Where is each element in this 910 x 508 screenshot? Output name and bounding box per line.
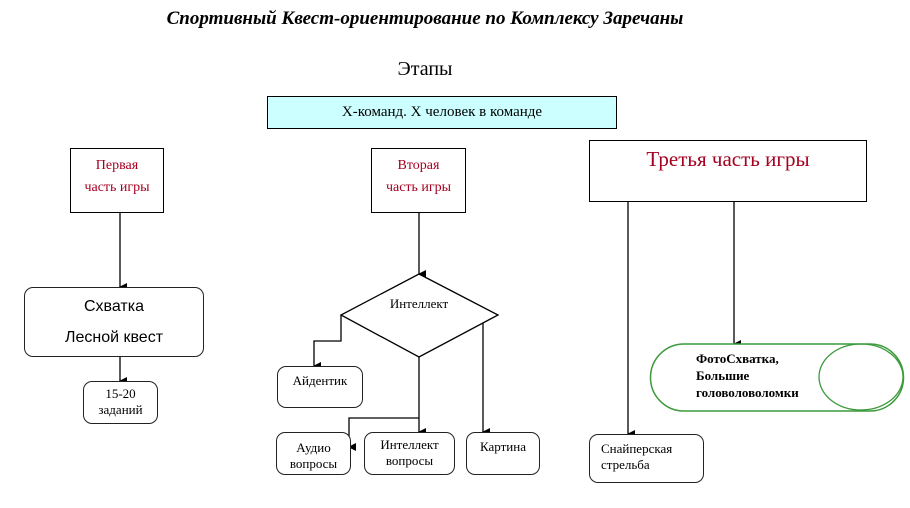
first-part-box: Первая часть игры <box>70 148 164 213</box>
tasks-count: 15-20 <box>105 386 136 401</box>
photo-line2: Большие <box>696 368 750 383</box>
picture-label: Картина <box>480 439 526 454</box>
audio-line1: Аудио <box>296 440 331 455</box>
first-part-line2: часть игры <box>84 180 150 195</box>
fight-forest-quest-box: Схватка Лесной квест <box>24 287 204 357</box>
teams-box-label: X-команд. X человек в команде <box>341 104 543 120</box>
first-part-line1: Первая <box>95 158 139 173</box>
identik-box: Айдентик <box>277 366 363 408</box>
intellect-line1: Интеллект <box>380 437 439 452</box>
tasks-label: заданий <box>98 402 143 417</box>
second-part-line2: часть игры <box>385 180 452 195</box>
photo-line3: головоловоломки <box>696 385 799 400</box>
identik-label: Айдентик <box>292 373 348 388</box>
picture-box: Картина <box>466 432 540 475</box>
intellect-questions-box: Интеллект вопросы <box>364 432 455 475</box>
forest-quest-label: Лесной квест <box>64 329 164 346</box>
photo-fight-box: ФотоСхватка, Большие головоловоломки <box>696 350 826 401</box>
stages-heading: Этапы <box>397 58 453 80</box>
fight-label: Схватка <box>84 298 144 315</box>
second-part-box: Вторая часть игры <box>371 148 466 213</box>
sniper-shooting-box: Снайперская стрельба <box>589 434 704 483</box>
audio-questions-box: Аудио вопросы <box>276 432 351 475</box>
second-part-line1: Вторая <box>397 158 440 173</box>
photo-pill-end-ellipse <box>818 343 904 411</box>
third-part-label: Третья часть игры <box>646 147 810 171</box>
tasks-count-box: 15-20 заданий <box>83 381 158 424</box>
decision-diamond <box>339 273 500 358</box>
arrow-decision-to-identik <box>313 315 342 370</box>
teams-box: X-команд. X человек в команде <box>267 96 617 129</box>
page-title: Спортивный Квест-ориентирование по Компл… <box>166 8 684 29</box>
decision-label: Интеллект <box>389 296 449 311</box>
photo-pill-shape <box>649 343 905 412</box>
photo-line1: ФотоСхватка, <box>696 351 779 366</box>
third-part-box: Третья часть игры <box>589 140 867 202</box>
intellect-line2: вопросы <box>385 453 434 468</box>
audio-line2: вопросы <box>289 456 338 471</box>
sniper-line1: Снайперская <box>601 441 673 456</box>
sniper-line2: стрельба <box>601 457 650 472</box>
